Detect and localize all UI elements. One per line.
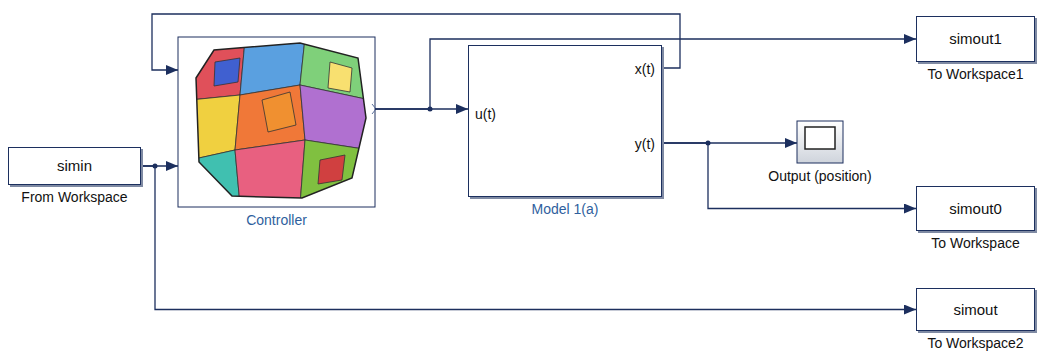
to-workspace-block: simout0To Workspace <box>916 186 1035 231</box>
port-label: y(t) <box>635 136 655 152</box>
block-name: Model 1(a) <box>532 201 599 217</box>
to-workspace-block: simoutTo Workspace2 <box>916 288 1035 331</box>
scope-body <box>797 121 843 163</box>
branch-point <box>153 164 158 169</box>
block-name: To Workspace2 <box>927 335 1023 351</box>
block-name: Controller <box>246 212 307 228</box>
signal-line <box>662 143 916 209</box>
block-value: simin <box>57 158 92 174</box>
controller-outline <box>196 43 366 198</box>
model-block: u(t)x(t)y(t)Model 1(a) <box>468 45 662 197</box>
scope-screen <box>805 127 835 149</box>
controller-surface <box>190 38 370 205</box>
branch-point <box>428 107 433 112</box>
block-name: From Workspace <box>21 189 127 205</box>
port-label: x(t) <box>635 61 655 77</box>
block-name: To Workspace1 <box>927 66 1023 82</box>
block-value: simout <box>953 302 997 318</box>
port-label: u(t) <box>475 106 496 122</box>
from-workspace-block: siminFrom Workspace <box>8 147 141 185</box>
block-value: simout0 <box>949 201 1002 217</box>
scope-block: Output (position) <box>797 121 843 163</box>
branch-point <box>706 141 711 146</box>
controller-frame <box>178 37 375 207</box>
controller-block: Controller <box>178 37 375 207</box>
block-name: Output (position) <box>768 168 872 184</box>
to-workspace-block: simout1To Workspace1 <box>916 16 1035 62</box>
block-name: To Workspace <box>931 235 1019 251</box>
block-value: simout1 <box>949 31 1002 47</box>
